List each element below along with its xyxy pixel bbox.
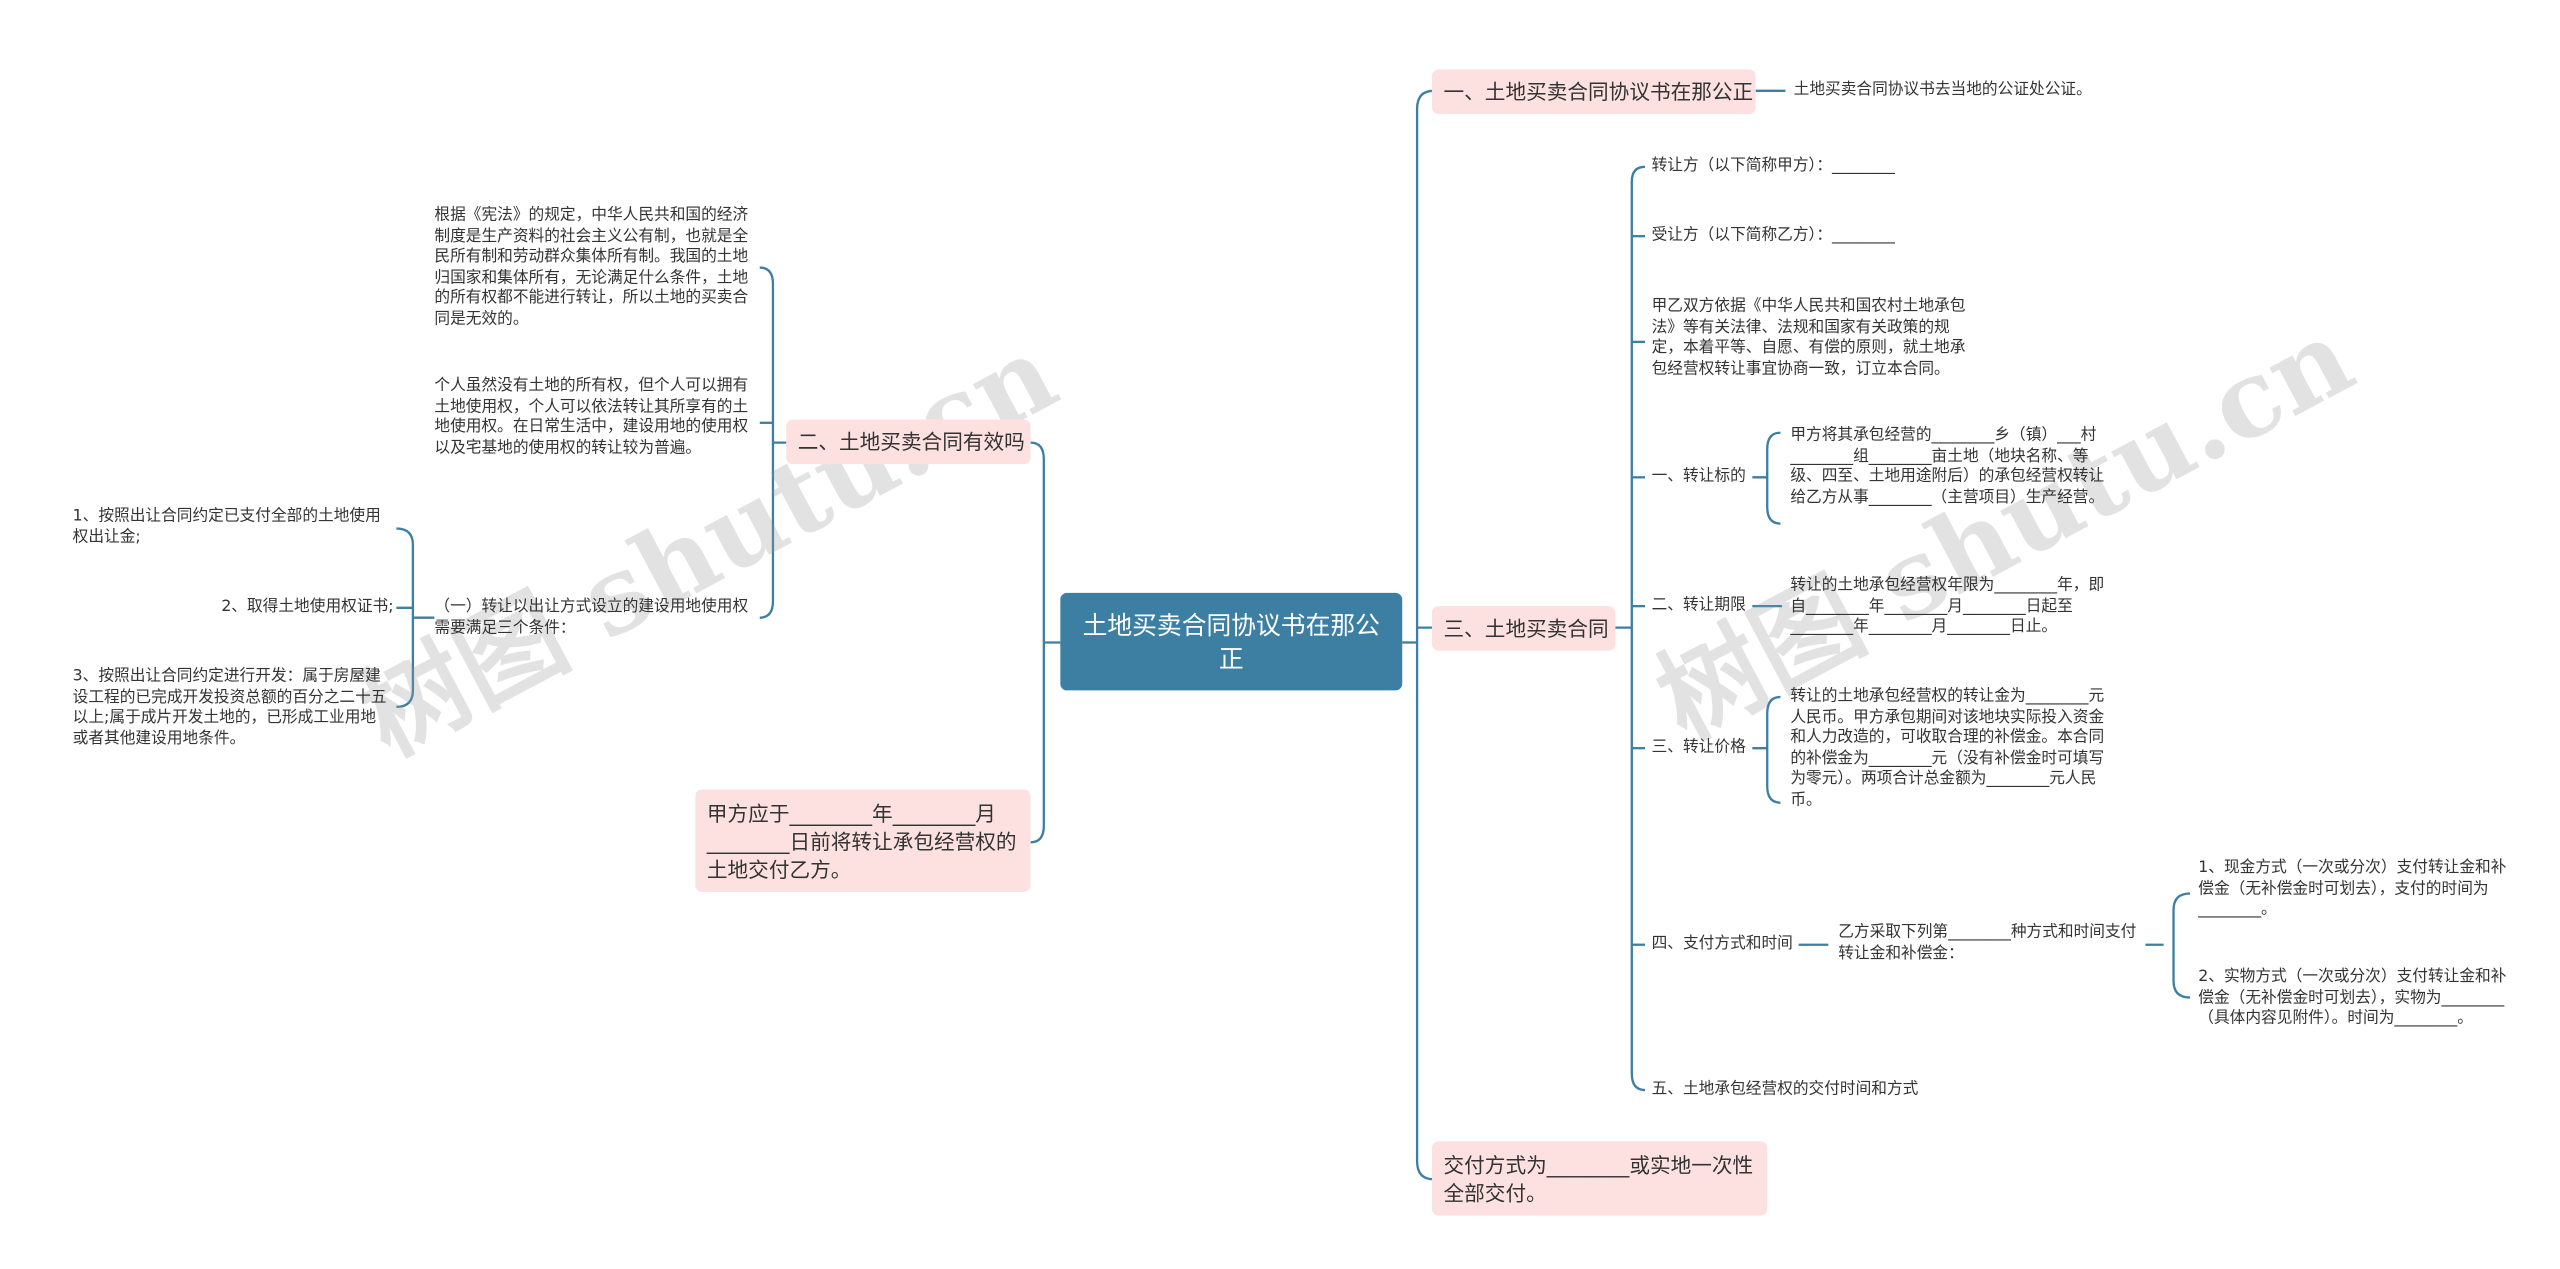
b3-transferee[interactable]: 受让方（以下简称乙方）：________ <box>1651 226 1895 245</box>
b3-art4-option-1[interactable]: 1、现金方式（一次或分次）支付转让金和补偿金（无补偿金时可划去），支付的时间为_… <box>2198 858 2507 919</box>
branch-3[interactable]: 三、土地买卖合同 <box>1431 606 1616 651</box>
b3-art3-text[interactable]: 转让的土地承包经营权的转让金为________元人民币。甲方承包期间对该地块实际… <box>1790 687 2105 809</box>
root-topic[interactable]: 土地买卖合同协议书在那公正 <box>1060 592 1403 691</box>
b2-condition-2[interactable]: 2、取得土地使用权证书; <box>221 597 394 617</box>
branch-1[interactable]: 一、土地买卖合同协议书在那公正 <box>1431 69 1756 114</box>
b3-art2-text[interactable]: 转让的土地承包经营权年限为________年，即自________年______… <box>1790 576 2105 636</box>
b3-preamble[interactable]: 甲乙双方依据《中华人民共和国农村土地承包法》等有关法律、法规和国家有关政策的规定… <box>1651 297 1966 378</box>
branch-1-note[interactable]: 土地买卖合同协议书去当地的公证处公证。 <box>1793 80 2092 100</box>
b3-art5-label[interactable]: 五、土地承包经营权的交付时间和方式 <box>1651 1080 1919 1099</box>
b3-art4-option-2[interactable]: 2、实物方式（一次或分次）支付转让金和补偿金（无补偿金时可划去），实物为____… <box>2198 967 2507 1028</box>
b3-art1-label[interactable]: 一、转让标的 <box>1651 467 1746 486</box>
b2-paragraph-2[interactable]: 个人虽然没有土地的所有权，但个人可以拥有土地使用权，个人可以依法转让其所享有的土… <box>434 376 749 457</box>
branch-4[interactable]: 交付方式为________或实地一次性全部交付。 <box>1431 1141 1768 1216</box>
b3-art3-label[interactable]: 三、转让价格 <box>1651 738 1746 757</box>
b3-art2-label[interactable]: 二、转让期限 <box>1651 596 1746 615</box>
b2-paragraph-1[interactable]: 根据《宪法》的规定，中华人民共和国的经济制度是生产资料的社会主义公有制，也就是全… <box>434 206 749 328</box>
b3-art1-text[interactable]: 甲方将其承包经营的________乡（镇）___村________组______… <box>1790 426 2105 507</box>
branch-5[interactable]: 甲方应于________年________月________日前将转让承包经营权… <box>695 789 1031 892</box>
b2-condition-3[interactable]: 3、按照出让合同约定进行开发：属于房屋建设工程的已完成开发投资总额的百分之二十五… <box>72 667 387 748</box>
b3-art4-text[interactable]: 乙方采取下列第________种方式和时间支付转让金和补偿金： <box>1838 923 2137 963</box>
b3-transferor[interactable]: 转让方（以下简称甲方）：________ <box>1651 156 1895 176</box>
b2-paragraph-3[interactable]: （一）转让以出让方式设立的建设用地使用权需要满足三个条件： <box>434 597 749 637</box>
b3-art4-label[interactable]: 四、支付方式和时间 <box>1651 934 1793 953</box>
branch-2[interactable]: 二、土地买卖合同有效吗 <box>786 419 1031 465</box>
b2-condition-1[interactable]: 1、按照出让合同约定已支付全部的土地使用权出让金; <box>72 507 381 546</box>
